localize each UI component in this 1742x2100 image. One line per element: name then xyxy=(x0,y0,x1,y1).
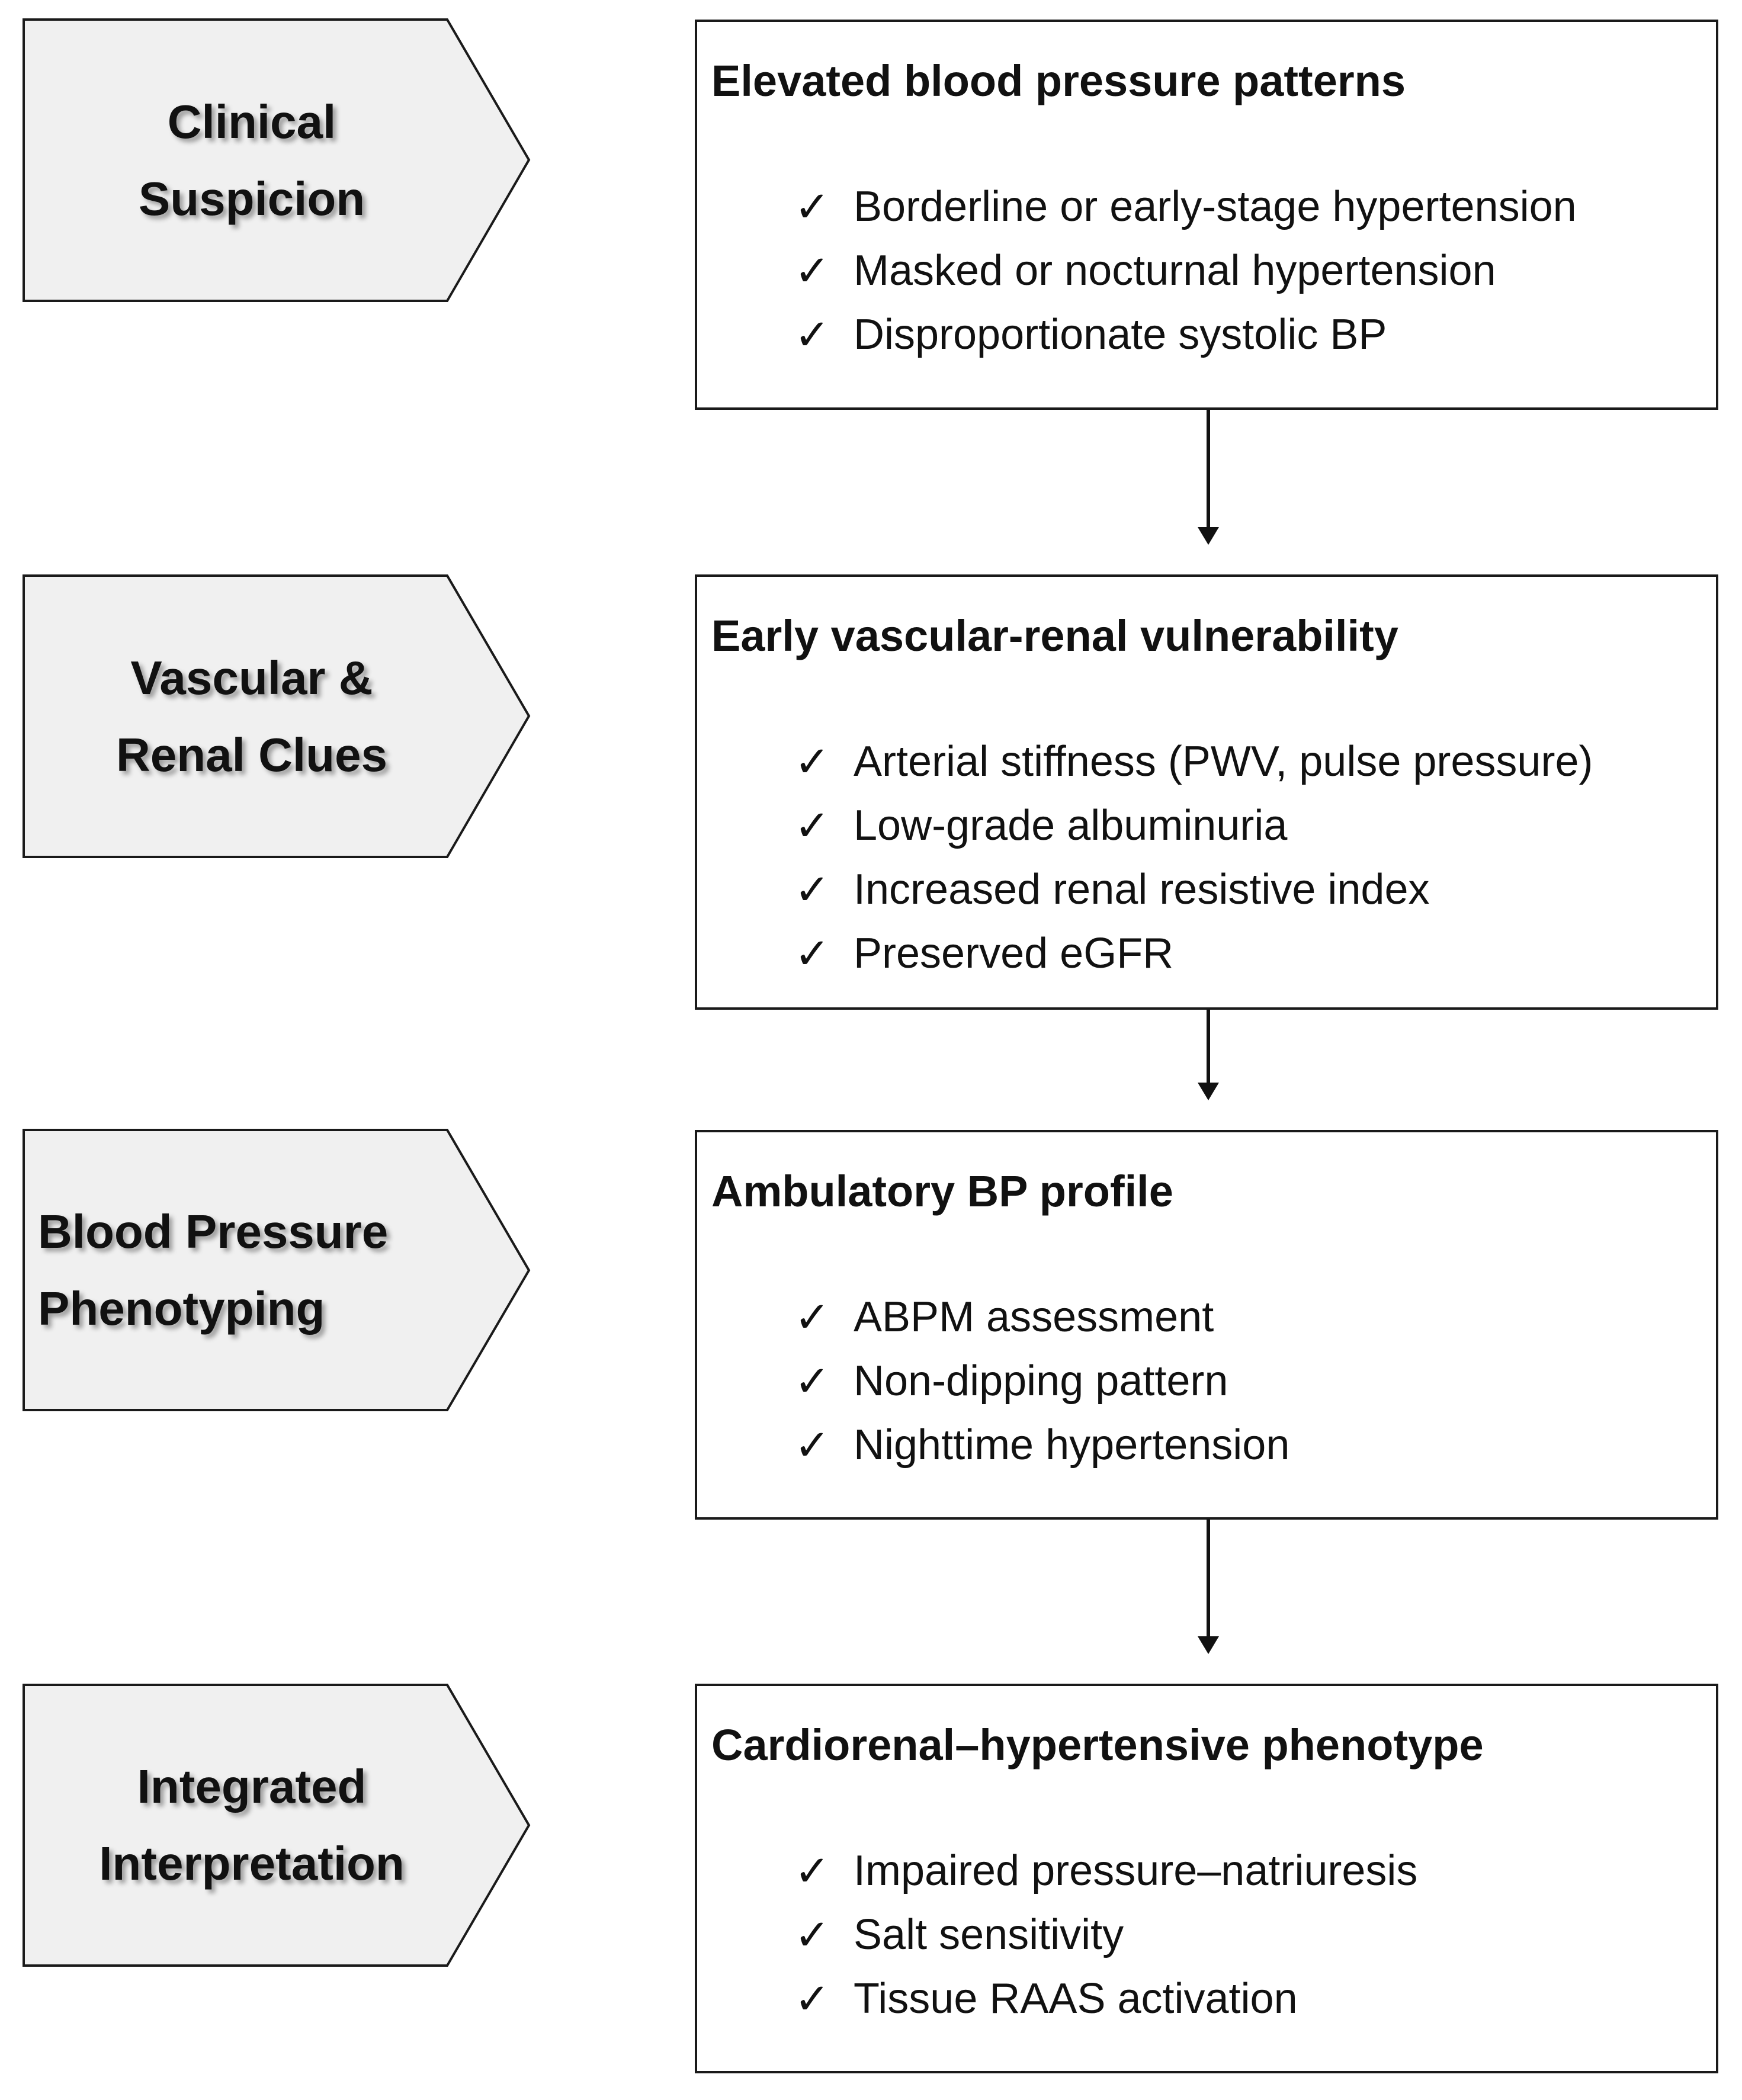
stage-label-vascular-renal-clues: Vascular & Renal Clues xyxy=(24,576,480,857)
checklist: ✓ ABPM assessment ✓ Non-dipping pattern ✓ N… xyxy=(711,1285,1716,1477)
checklist-item-text: Arterial stiffness (PWV, pulse pressure) xyxy=(854,738,1593,785)
detail-box-clinical-suspicion: Elevated blood pressure patterns ✓ Border… xyxy=(695,20,1718,410)
checklist-item-text: Nighttime hypertension xyxy=(854,1421,1290,1469)
checklist-item: ✓ Salt sensitivity xyxy=(794,1903,1716,1967)
detail-box-bp-phenotyping: Ambulatory BP profile ✓ ABPM assessment ✓… xyxy=(695,1130,1718,1520)
stage-shape-bp-phenotyping xyxy=(23,1129,531,1411)
checklist-item: ✓ Disproportionate systolic BP xyxy=(794,303,1716,367)
box-title: Early vascular-renal vulnerability xyxy=(711,611,1398,660)
check-icon: ✓ xyxy=(794,1846,830,1896)
checklist: ✓Borderline or early-stage hypertension … xyxy=(711,175,1716,367)
checklist-item-text: Increased renal resistive index xyxy=(854,866,1430,913)
check-icon: ✓ xyxy=(794,1292,830,1342)
checklist-item: ✓ Tissue RAAS activation xyxy=(794,1967,1716,2031)
check-icon: ✓ xyxy=(794,801,830,850)
checklist-item-text: Masked or nocturnal hypertension xyxy=(854,247,1496,294)
box-title: Elevated blood pressure patterns xyxy=(711,56,1406,105)
checklist-item-text: Non-dipping pattern xyxy=(854,1357,1228,1405)
check-icon: ✓ xyxy=(794,246,830,296)
check-icon: ✓ xyxy=(794,929,830,978)
stage-label-line: Suspicion xyxy=(138,172,365,225)
arrow-2-to-3 xyxy=(1198,1010,1219,1100)
checklist-item: ✓ ABPM assessment xyxy=(794,1285,1716,1349)
check-icon: ✓ xyxy=(794,310,830,359)
box-title: Ambulatory BP profile xyxy=(711,1167,1173,1216)
checklist-item: ✓ Masked or nocturnal hypertension xyxy=(794,239,1716,303)
arrow-3-to-4 xyxy=(1198,1520,1219,1654)
detail-box-vascular-renal-clues: Early vascular-renal vulnerability ✓ Arte… xyxy=(695,574,1718,1010)
check-icon: ✓ xyxy=(794,1356,830,1406)
checklist-item: ✓ Increased renal resistive index xyxy=(794,858,1716,921)
checklist: ✓ Arterial stiffness (PWV, pulse pressure… xyxy=(711,730,1716,985)
checklist-item-text: Tissue RAAS activation xyxy=(854,1975,1298,2022)
detail-box-integrated-interpretation: Cardiorenal–hypertensive phenotype ✓ Impa… xyxy=(695,1684,1718,2073)
checklist-item: ✓ Borderline or early-stage hypertension xyxy=(794,175,1716,239)
checklist-item: ✓ Nighttime hypertension xyxy=(794,1413,1716,1477)
check-icon: ✓ xyxy=(794,1910,830,1960)
checklist-item-text: Borderline or early-stage hypertension xyxy=(854,183,1577,230)
checklist-item: ✓ Arterial stiffness (PWV, pulse pressure… xyxy=(794,730,1716,794)
stage-label-line: Renal Clues xyxy=(116,728,387,781)
checklist-item-text: ABPM assessment xyxy=(854,1293,1214,1341)
checklist-item: ✓ Low-grade albuminuria xyxy=(794,794,1716,858)
arrow-1-to-2 xyxy=(1198,410,1219,545)
checklist-item-text: Salt sensitivity xyxy=(854,1911,1124,1958)
check-icon: ✓ xyxy=(794,865,830,914)
check-icon: ✓ xyxy=(794,182,830,232)
checklist-item: ✓ Impaired pressure–natriuresis xyxy=(794,1839,1716,1903)
stage-shape-integrated-interpretation xyxy=(23,1684,531,1967)
stage-shape-vascular-renal-clues xyxy=(23,574,531,858)
stage-label-line: Interpretation xyxy=(99,1837,405,1890)
checklist: ✓ Impaired pressure–natriuresis ✓ Salt sen… xyxy=(711,1839,1716,2031)
checklist-item-text: Impaired pressure–natriuresis xyxy=(854,1847,1418,1895)
stage-label-clinical-suspicion: Clinical Suspicion xyxy=(24,20,480,301)
check-icon: ✓ xyxy=(794,737,830,786)
stage-label-line: Blood Pressure xyxy=(38,1205,389,1258)
checklist-item: ✓ Preserved eGFR xyxy=(794,921,1716,985)
stage-label-line: Integrated xyxy=(137,1760,367,1813)
stage-label-line: Phenotyping xyxy=(38,1282,325,1335)
stage-label-integrated-interpretation: Integrated Interpretation xyxy=(24,1685,480,1966)
checklist-item-text: Low-grade albuminuria xyxy=(854,802,1288,849)
checklist-item-text: Preserved eGFR xyxy=(854,930,1174,977)
stage-label-line: Clinical xyxy=(167,95,336,148)
stage-label-line: Vascular & xyxy=(130,651,373,704)
check-icon: ✓ xyxy=(794,1420,830,1470)
checklist-item-text: Disproportionate systolic BP xyxy=(854,311,1387,358)
stage-shape-clinical-suspicion xyxy=(23,18,531,302)
checklist-item: ✓ Non-dipping pattern xyxy=(794,1349,1716,1413)
box-title: Cardiorenal–hypertensive phenotype xyxy=(711,1720,1484,1770)
stage-label-bp-phenotyping: Blood Pressure Phenotyping xyxy=(24,1130,494,1410)
check-icon: ✓ xyxy=(794,1974,830,2024)
